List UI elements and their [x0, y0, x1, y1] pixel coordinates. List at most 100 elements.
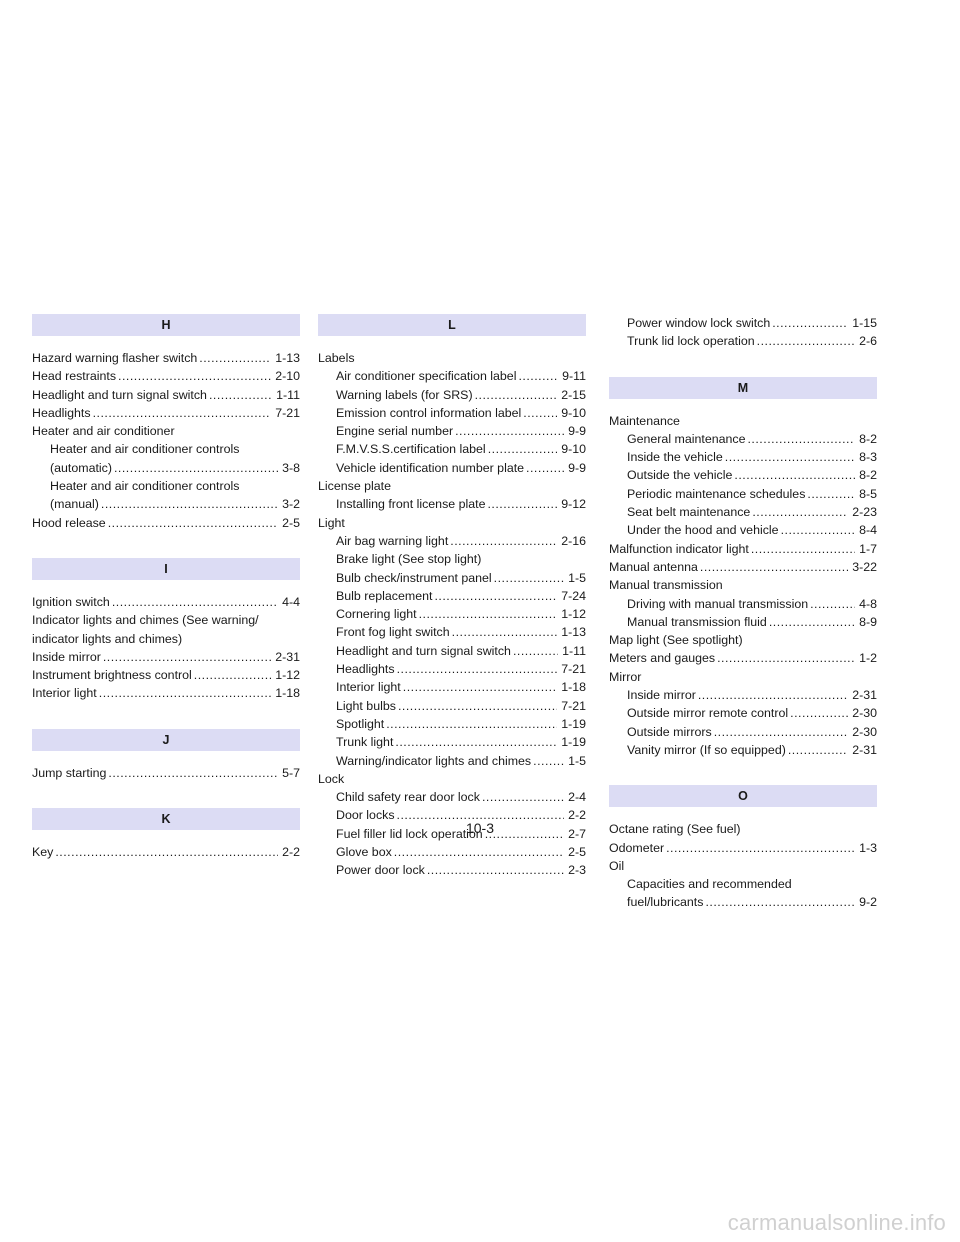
entry-page-ref: 3-8: [282, 460, 300, 475]
entry-page-ref: 2-16: [561, 533, 586, 548]
dot-leader: [700, 558, 848, 576]
watermark-link[interactable]: carmanualsonline.info: [727, 1210, 946, 1235]
index-subentry: (automatic)3-8: [32, 459, 300, 477]
index-subentry: Periodic maintenance schedules8-5: [609, 485, 877, 503]
dot-leader: [209, 386, 272, 404]
entry-page-ref: 2-2: [282, 845, 300, 860]
entry-page-ref: 3-22: [852, 559, 877, 574]
entry-label: Interior light: [32, 686, 97, 701]
entry-page-ref: 7-21: [561, 698, 586, 713]
index-subheading: Heater and air conditioner controls: [50, 479, 240, 494]
index-entry: Ignition switch4-4: [32, 593, 300, 611]
dot-leader: [751, 540, 855, 558]
dot-leader: [717, 649, 855, 667]
entry-label: (manual): [50, 497, 99, 512]
entry-label: Installing front license plate: [336, 497, 486, 512]
dot-leader: [114, 459, 278, 477]
section-letter-header: I: [32, 557, 300, 580]
dot-leader: [772, 314, 848, 332]
section-letter-header: L: [318, 314, 586, 336]
dot-leader: [93, 404, 272, 422]
dot-leader: [725, 448, 855, 466]
entry-label: Driving with manual transmission: [627, 596, 809, 611]
index-entry: Headlight and turn signal switch1-11: [32, 386, 300, 404]
dot-leader: [427, 861, 564, 879]
entry-page-ref: 2-30: [852, 706, 877, 721]
dot-leader: [523, 404, 557, 422]
dot-leader: [714, 723, 849, 741]
index-subentry: Under the hood and vehicle8-4: [609, 521, 877, 539]
index-heading: Oil: [609, 858, 625, 873]
index-entry: Odometer1-3: [609, 839, 877, 857]
index-subentry: Trunk light1-19: [318, 733, 586, 751]
index-subentry: Trunk lid lock operation2-6: [609, 332, 877, 350]
entry-page-ref: 9-9: [568, 460, 586, 475]
dot-leader: [394, 843, 564, 861]
entry-label: Light bulbs: [336, 698, 396, 713]
index-entry: Head restraints2-10: [32, 367, 300, 385]
index-subentry: Door locks2-2: [318, 806, 586, 824]
index-subentry: Cornering light1-12: [318, 605, 586, 623]
entry-page-ref: 2-31: [275, 649, 300, 664]
entry-label: Trunk light: [336, 735, 394, 750]
entry-label: Vehicle identification number plate: [336, 460, 525, 475]
index-entry: Key2-2: [32, 843, 300, 861]
entry-page-ref: 3-2: [282, 497, 300, 512]
index-subentry: Front fog light switch1-13: [318, 623, 586, 641]
dot-leader: [488, 440, 558, 458]
dot-leader: [55, 843, 278, 861]
dot-leader: [101, 495, 278, 513]
entry-label: Headlight and turn signal switch: [336, 643, 511, 658]
entry-page-ref: 1-12: [275, 668, 300, 683]
dot-leader: [386, 715, 557, 733]
index-heading: Map light (See spotlight): [609, 633, 743, 648]
index-subentry: Warning/indicator lights and chimes1-5: [318, 752, 586, 770]
index-subentry: fuel/lubricants 9-2: [609, 893, 877, 911]
entry-page-ref: 1-19: [561, 716, 586, 731]
index-subentry: Glove box2-5: [318, 843, 586, 861]
entry-label: General maintenance: [627, 431, 746, 446]
entry-label: fuel/lubricants: [627, 895, 704, 910]
entry-label: Door locks: [336, 808, 395, 823]
entry-page-ref: 9-12: [561, 497, 586, 512]
dot-leader: [757, 332, 855, 350]
entry-label: F.M.V.S.S.certification label: [336, 442, 486, 457]
entry-page-ref: 1-7: [859, 541, 877, 556]
entry-page-ref: 1-13: [561, 625, 586, 640]
index-subentry: (manual) 3-2: [32, 495, 300, 513]
index-subentry: Inside mirror2-31: [609, 686, 877, 704]
entry-label: Power window lock switch: [627, 316, 771, 330]
entry-page-ref: 8-2: [859, 468, 877, 483]
index-subentry: Emission control information label9-10: [318, 404, 586, 422]
dot-leader: [455, 422, 564, 440]
entry-label: Interior light: [336, 680, 401, 695]
entry-page-ref: 4-8: [859, 596, 877, 611]
index-heading: Octane rating (See fuel): [609, 822, 741, 837]
entry-label: Ignition switch: [32, 594, 110, 609]
index-subentry: Interior light1-18: [318, 678, 586, 696]
entry-page-ref: 2-31: [852, 688, 877, 703]
index-entry: Jump starting5-7: [32, 764, 300, 782]
dot-leader: [810, 595, 855, 613]
entry-label: Headlights: [336, 662, 395, 677]
dot-leader: [666, 839, 855, 857]
dot-leader: [419, 605, 558, 623]
entry-label: Child safety rear door lock: [336, 790, 480, 805]
dot-leader: [112, 593, 278, 611]
entry-label: Hood release: [32, 515, 106, 530]
entry-page-ref: 8-9: [859, 614, 877, 629]
entry-page-ref: 2-31: [852, 742, 877, 757]
entry-page-ref: 7-21: [561, 662, 586, 677]
index-entry: Interior light1-18: [32, 684, 300, 702]
dot-leader: [487, 495, 557, 513]
entry-label: Trunk lid lock operation: [627, 334, 755, 349]
entry-label: Engine serial number: [336, 424, 454, 439]
index-subentry: Spotlight1-19: [318, 715, 586, 733]
entry-page-ref: 1-3: [859, 840, 877, 855]
section-letter-header: H: [32, 314, 300, 336]
index-heading: Labels: [318, 351, 355, 365]
entry-page-ref: 8-3: [859, 450, 877, 465]
entry-page-ref: 9-2: [859, 895, 877, 910]
entry-page-ref: 2-10: [275, 369, 300, 384]
